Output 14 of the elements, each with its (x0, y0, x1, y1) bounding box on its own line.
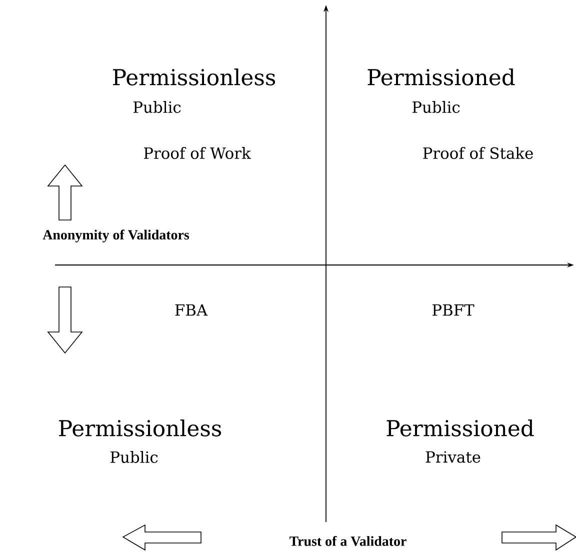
quadrant-label: Proof of Work (144, 147, 251, 159)
axis-label: Anonymity of Validators (42, 230, 190, 242)
quadrant-label: Public (412, 101, 460, 113)
quadrant-heading: Permissioned (386, 420, 534, 436)
axis-label: Trust of a Validator (290, 536, 406, 546)
quadrant-heading: Permissioned (368, 68, 515, 86)
quadrant-label: Public (133, 101, 181, 113)
quadrant-heading: Permissionless (59, 420, 222, 436)
quadrant-label: Private (426, 451, 480, 463)
quadrant-label: Public (110, 451, 158, 463)
quadrant-label: PBFT (432, 304, 474, 316)
quadrant-label: FBA (175, 304, 208, 316)
quadrant-label: Proof of Stake (423, 147, 533, 159)
quadrant-heading: Permissionless (113, 68, 276, 86)
